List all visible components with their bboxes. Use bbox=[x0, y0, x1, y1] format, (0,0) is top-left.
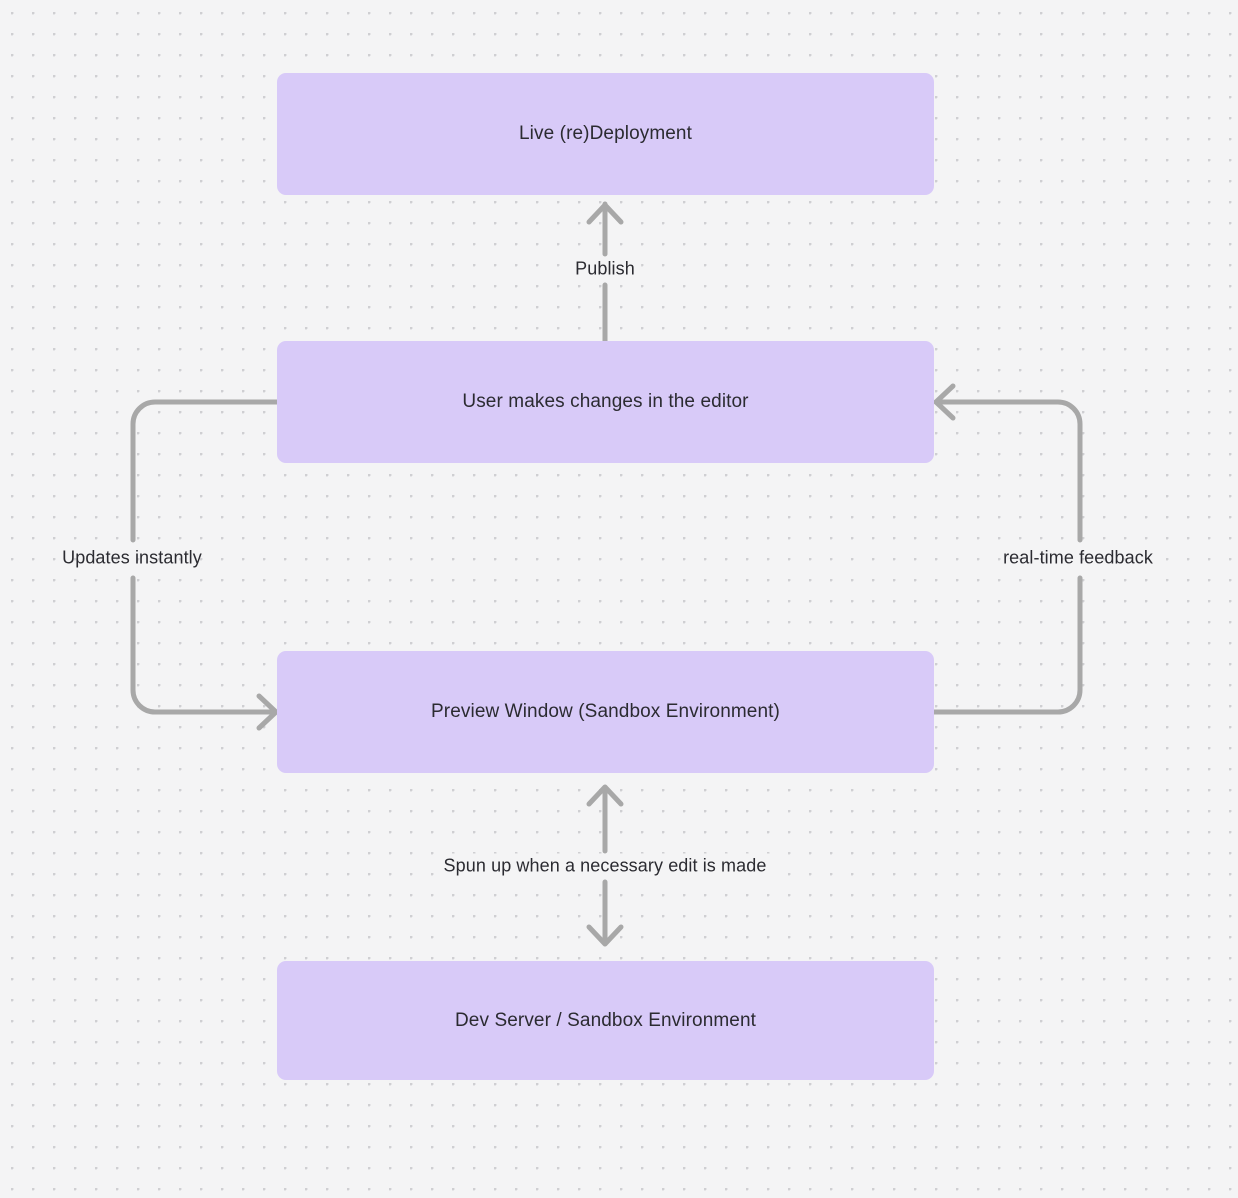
node-live-deployment-label: Live (re)Deployment bbox=[519, 123, 692, 144]
node-dev-server-label: Dev Server / Sandbox Environment bbox=[454, 1009, 756, 1031]
edge-label-real-time-feedback[interactable]: real-time feedback bbox=[1003, 547, 1153, 568]
edge-label-updates-instantly[interactable]: Updates instantly bbox=[62, 547, 202, 568]
node-preview-window-label: Preview Window (Sandbox Environment) bbox=[431, 701, 780, 722]
node-preview-window[interactable]: Preview Window (Sandbox Environment) bbox=[277, 651, 934, 773]
node-live-deployment[interactable]: Live (re)Deployment bbox=[277, 73, 934, 195]
node-user-makes-changes-label: User makes changes in the editor bbox=[462, 391, 749, 412]
edge-label-publish[interactable]: Publish bbox=[569, 256, 641, 282]
node-user-makes-changes[interactable]: User makes changes in the editor bbox=[277, 341, 934, 463]
node-dev-server[interactable]: Dev Server / Sandbox Environment bbox=[277, 961, 934, 1080]
edge-label-spun-up[interactable]: Spun up when a necessary edit is made bbox=[437, 853, 773, 879]
